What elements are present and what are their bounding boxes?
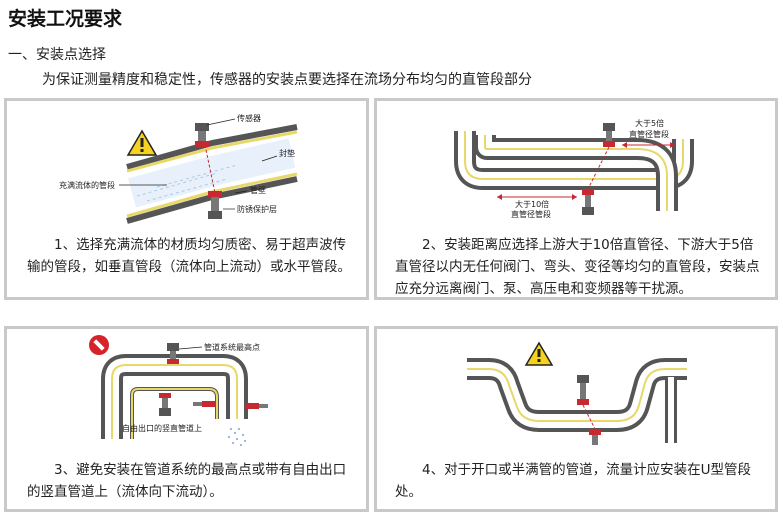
u-shaped-pipe (467, 358, 687, 443)
panel-u-pipe: 4、对于开口或半满管的管道，流量计应安装在U型管段处。 (374, 326, 778, 512)
warning-icon (126, 129, 158, 156)
sensor-vertical-right (245, 403, 268, 409)
intro-text: 为保证测量精度和稳定性，传感器的安装点要选择在流场分布均匀的直管段部分 (42, 72, 532, 88)
elevated-pipe (101, 354, 248, 439)
label-sensor: 传感器 (237, 113, 261, 123)
page-title: 安装工况要求 (8, 8, 123, 30)
panel-avoid-highest: 管道系统最高点 自由出口的竖直管道上 3、避免安装在管道系统的最高点或带有自由出… (4, 326, 369, 512)
section-heading: 一、安装点选择 (8, 47, 106, 63)
label-highest-point: 管道系统最高点 (204, 342, 260, 352)
pipe-diagram-4 (467, 341, 687, 445)
sensor-top (195, 123, 209, 147)
panel-caption: 1、选择充满流体的材质均匀质密、易于超声波传输的管段，如垂直管段（流体向上流动）… (27, 237, 351, 275)
sensor-bottom (582, 189, 594, 215)
label-upstream-2: 直管径管段 (511, 209, 551, 219)
sensor-lower (159, 393, 171, 416)
bent-pipe (454, 131, 694, 211)
label-free-outlet: 自由出口的竖直管道上 (122, 423, 202, 433)
label-downstream-1: 大于5倍 (635, 118, 664, 128)
panel-straight-length: 大于5倍 直管径管段 大于10倍 直管径管段 2、安装距离应选择上游大于10倍直… (374, 98, 778, 300)
sensor-bottom (589, 429, 601, 445)
label-downstream-2: 直管径管段 (629, 129, 669, 139)
label-seal: 封垫 (279, 148, 295, 158)
sensor-top (577, 375, 589, 405)
sensor-vertical-left (193, 401, 216, 407)
label-full-pipe: 充满流体的管段 (59, 180, 115, 190)
pipe-diagram-1: 传感器 充满流体的管段 封垫 管壁 防锈保护层 (59, 113, 298, 224)
panel-caption: 3、避免安装在管道系统的最高点或带有自由出口的竖直管道上（流体向下流动）。 (27, 462, 347, 500)
label-pipe-wall: 管壁 (250, 185, 266, 195)
pipe-diagram-3: 管道系统最高点 自由出口的竖直管道上 (89, 335, 268, 446)
pipe-diagram-2: 大于5倍 直管径管段 大于10倍 直管径管段 (454, 118, 694, 219)
label-upstream-1: 大于10倍 (515, 199, 549, 209)
panel-caption: 2、安装距离应选择上游大于10倍直管径、下游大于5倍直管径以内无任何阀门、弯头、… (395, 237, 760, 297)
sensor-highest (167, 343, 179, 364)
sensor-top (603, 123, 615, 147)
warning-icon (524, 341, 554, 366)
panel-caption: 4、对于开口或半满管的管道，流量计应安装在U型管段处。 (395, 462, 751, 500)
panel-straight-pipe: 传感器 充满流体的管段 封垫 管壁 防锈保护层 1、选择充满流体的材质均匀质密、… (4, 98, 369, 300)
sensor-bottom (208, 191, 222, 219)
prohibited-icon (89, 335, 109, 355)
water-spray (228, 428, 246, 446)
label-anticorrosion: 防锈保护层 (237, 204, 277, 214)
